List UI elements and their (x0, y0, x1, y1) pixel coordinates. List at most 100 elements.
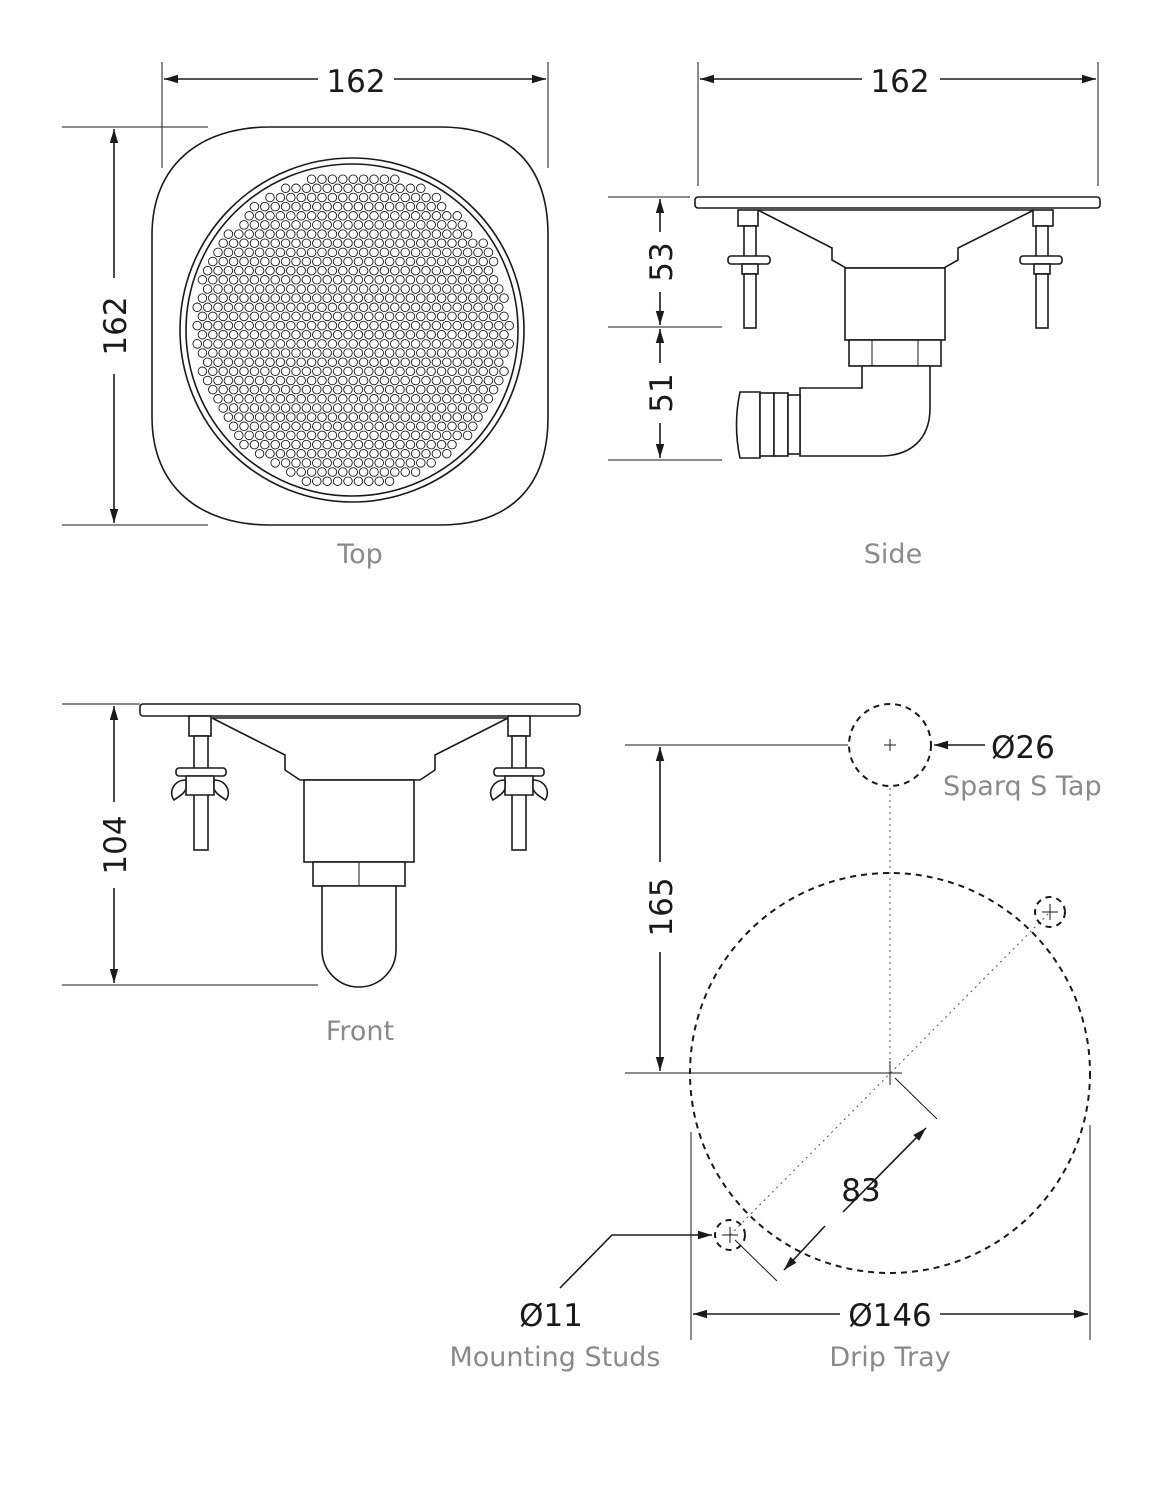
grate-hole (306, 192, 317, 203)
side-upper-height-dimension: 53 (644, 199, 680, 325)
grate-hole (270, 439, 280, 450)
side-hose-elbow (799, 365, 931, 457)
grate-hole (426, 366, 436, 377)
grate-hole (442, 247, 452, 258)
grate-hole (410, 211, 421, 221)
grate-hole (364, 476, 374, 486)
tap-hole-circle (848, 703, 932, 787)
grate-hole (436, 238, 447, 248)
grate-hole (280, 201, 291, 212)
grate-hole (270, 256, 280, 267)
grate-hole (405, 275, 416, 285)
grate-hole (244, 320, 254, 331)
grate-hole (291, 348, 301, 358)
grate-hole (379, 302, 390, 313)
grate-hole (197, 366, 208, 377)
grate-hole (405, 348, 416, 358)
grate-hole (364, 384, 374, 395)
grate-hole (379, 375, 390, 386)
grate-hole (462, 394, 473, 404)
grate-hole (327, 320, 338, 331)
grate-hole (286, 467, 296, 477)
grate-hole (343, 458, 353, 468)
grate-hole (442, 284, 452, 294)
grate-hole (369, 430, 379, 441)
grate-hole (348, 375, 358, 386)
grate-hole (234, 339, 244, 349)
grate-hole (275, 412, 286, 422)
grate-hole (234, 284, 244, 294)
tray-diameter-dimension: Ø146 (693, 1298, 1088, 1334)
grate-hole (431, 357, 442, 367)
grate-hole (452, 229, 462, 239)
grate-hole (239, 366, 249, 377)
grate-hole (473, 375, 483, 386)
grate-hole (317, 265, 327, 276)
side-funnel (757, 209, 1035, 269)
grate-hole (327, 265, 338, 276)
grate-hole (478, 275, 488, 285)
grate-hole (296, 375, 306, 386)
grate-hole (384, 366, 395, 377)
grate-hole (353, 366, 364, 377)
grate-hole (228, 275, 239, 285)
grate-hole (239, 403, 249, 413)
grate-hole (260, 384, 270, 395)
grate-hole (353, 183, 364, 194)
grate-hole (358, 320, 369, 331)
grate-hole (494, 320, 504, 331)
grate-hole (301, 311, 312, 322)
grate-hole (468, 421, 478, 432)
grate-hole (343, 183, 353, 194)
grate-hole (343, 201, 353, 212)
grate-hole (343, 329, 353, 340)
grate-hole (286, 412, 296, 422)
grate-hole (202, 284, 213, 294)
grate-hole (379, 339, 390, 349)
grate-hole (478, 311, 488, 322)
grate-hole (286, 375, 296, 386)
grate-hole (312, 348, 322, 358)
grate-hole (296, 229, 306, 239)
grate-hole (390, 211, 400, 221)
grate-hole (197, 311, 208, 322)
grate-hole (452, 339, 462, 349)
grate-hole (228, 293, 239, 303)
grate-hole (223, 339, 234, 349)
grate-hole (400, 284, 410, 294)
grate-hole (494, 284, 504, 294)
grate-hole (249, 329, 260, 340)
grate-hole (348, 430, 358, 441)
grate-hole (462, 302, 473, 313)
grate-hole (291, 384, 301, 395)
grate-hole (416, 183, 426, 194)
grate-hole (410, 229, 421, 239)
grate-hole (218, 293, 228, 303)
grate-hole (447, 421, 457, 432)
grate-hole (410, 265, 421, 276)
front-stud-right (489, 715, 549, 851)
grate-hole (384, 256, 395, 267)
grate-hole (306, 229, 317, 239)
grate-hole (312, 458, 322, 468)
grate-hole (426, 220, 436, 230)
grate-hole (483, 247, 494, 258)
grate-hole (192, 302, 202, 313)
side-width-dimension: 162 (700, 64, 1096, 100)
grate-hole (400, 265, 410, 276)
grate-hole (379, 284, 390, 294)
grate-hole (296, 467, 306, 477)
grate-hole (234, 265, 244, 276)
grate-hole (426, 293, 436, 303)
grate-hole (390, 284, 400, 294)
grate-hole (291, 293, 301, 303)
grate-hole (457, 311, 468, 322)
top-grate-inner (185, 163, 519, 497)
grate-hole (405, 458, 416, 468)
grate-hole (280, 366, 291, 377)
grate-hole (228, 366, 239, 377)
grate-hole (488, 384, 499, 395)
grate-hole (426, 439, 436, 450)
grate-hole (353, 293, 364, 303)
grate-hole (338, 320, 348, 331)
